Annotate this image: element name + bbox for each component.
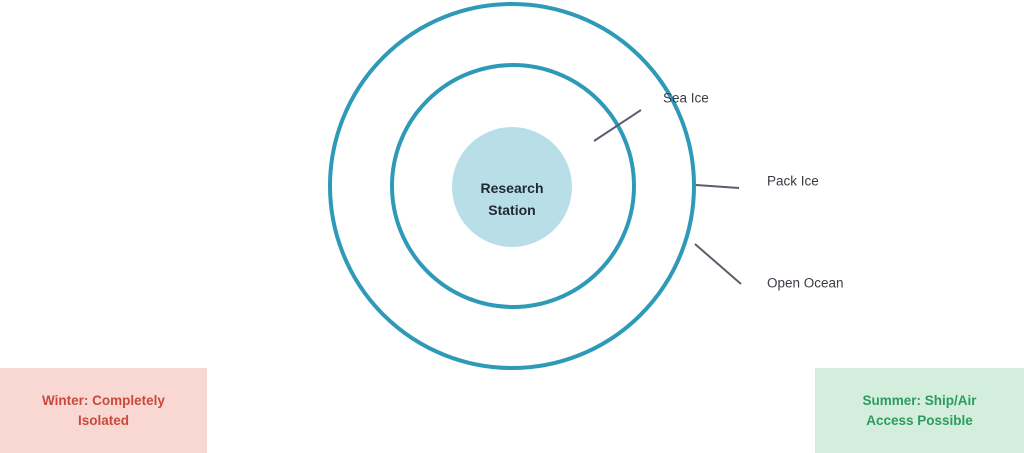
- callout-summer: Summer: Ship/Air Access Possible: [815, 368, 1024, 453]
- callout-summer-text: Summer: Ship/Air Access Possible: [862, 391, 976, 430]
- ring-label-sea-ice: Sea Ice: [663, 91, 709, 106]
- ring-label-open-ocean: Open Ocean: [767, 276, 844, 291]
- center-node-label-line1: Research: [480, 180, 543, 196]
- center-node-label-line2: Station: [488, 202, 535, 218]
- ring-circle-pack-ice: [328, 2, 696, 370]
- leader-line-sea-ice: [593, 109, 642, 142]
- ring-label-pack-ice: Pack Ice: [767, 174, 819, 189]
- leader-line-pack-ice: [695, 184, 740, 189]
- callout-winter: Winter: Completely Isolated: [0, 368, 207, 453]
- callout-winter-line2: Isolated: [77, 412, 129, 428]
- ring-circle-sea-ice: [390, 63, 636, 309]
- callout-summer-line1: Summer: Ship/Air: [862, 392, 977, 408]
- leader-line-open-ocean: [694, 243, 742, 285]
- callout-winter-line1: Winter: Completely: [42, 392, 165, 408]
- callout-summer-line2: Access Possible: [866, 412, 973, 428]
- center-node-circle: [452, 127, 572, 247]
- callout-winter-text: Winter: Completely Isolated: [42, 391, 165, 430]
